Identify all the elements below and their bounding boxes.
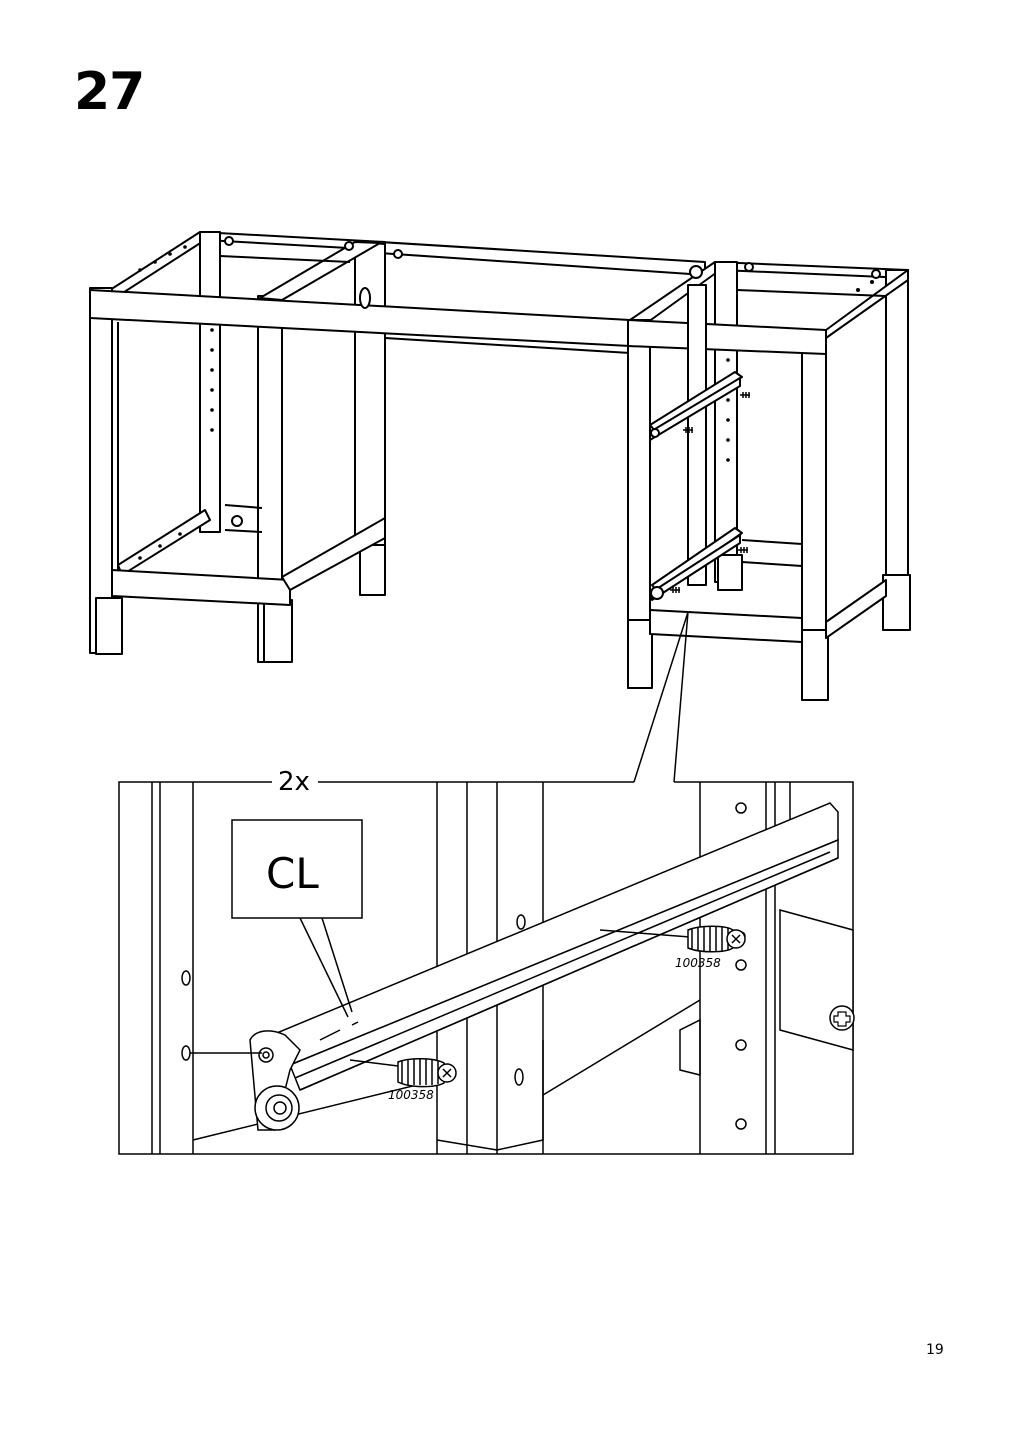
screw-lower — [397, 1058, 457, 1088]
small-screws — [670, 392, 750, 593]
hole-dots-right — [726, 280, 874, 462]
step-number: 27 — [74, 62, 145, 122]
screw-upper — [687, 925, 746, 953]
rail-label: CL — [266, 849, 319, 898]
detail-box — [118, 781, 855, 1155]
hole-dots-left — [138, 245, 214, 560]
screw-part-number-upper: 100358 — [675, 956, 721, 970]
detail-leader-lines — [633, 611, 689, 783]
quantity-label: 2x — [278, 767, 310, 797]
desk-frame — [89, 231, 911, 701]
drawer-rail-lower — [650, 527, 743, 601]
cl-rail — [249, 802, 839, 1131]
drawer-rail-upper — [649, 371, 743, 441]
page-number: 19 — [926, 1342, 944, 1358]
screw-part-number-lower: 100358 — [388, 1088, 434, 1102]
